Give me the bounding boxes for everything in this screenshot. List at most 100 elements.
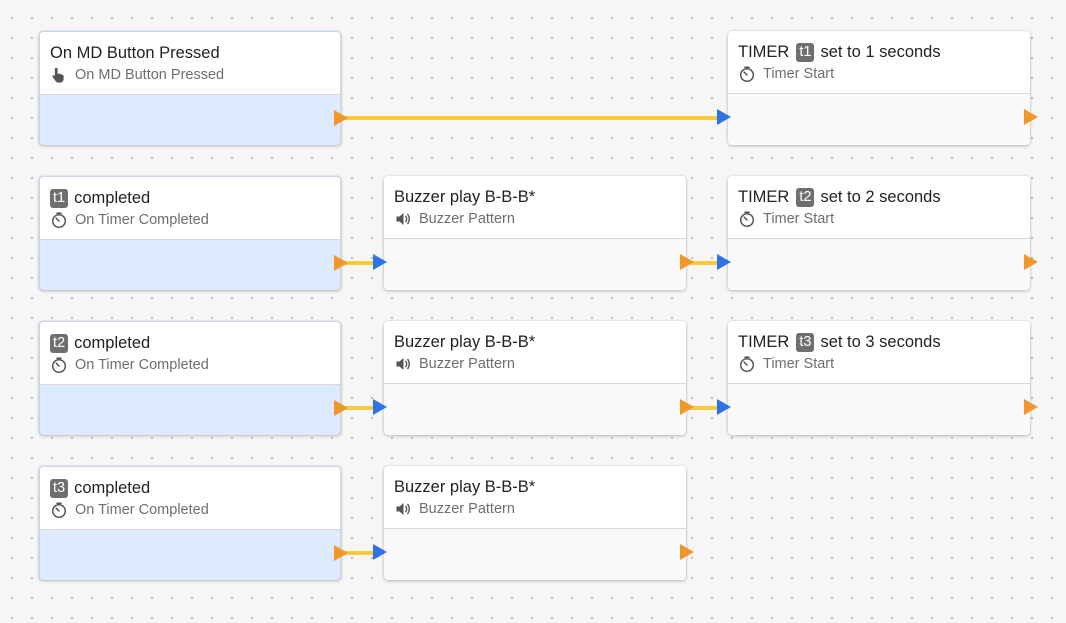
trigger-node-t3-completed[interactable]: t3 completed On Timer Completed <box>39 466 348 580</box>
output-port[interactable] <box>334 545 348 561</box>
node-type-label: Buzzer Pattern <box>419 356 515 372</box>
output-port[interactable] <box>680 544 694 560</box>
node-title: TIMER t2 set to 2 seconds <box>738 187 1020 207</box>
node-title-text: Buzzer play B-B-B* <box>394 478 536 496</box>
speaker-icon <box>394 355 412 373</box>
node-title: On MD Button Pressed <box>50 43 330 63</box>
node-title-text: set to 3 seconds <box>820 333 941 351</box>
node-header: Buzzer play B-B-B* Buzzer Pattern <box>384 466 686 529</box>
timer-id-badge: t1 <box>50 188 69 208</box>
action-node-buzzer-3[interactable]: Buzzer play B-B-B* Buzzer Pattern <box>373 466 694 580</box>
node-header: Buzzer play B-B-B* Buzzer Pattern <box>384 321 686 384</box>
node-title-text: completed <box>74 334 151 352</box>
output-port[interactable] <box>1024 109 1038 125</box>
input-port[interactable] <box>373 254 387 270</box>
output-port[interactable] <box>334 255 348 271</box>
node-body <box>728 384 1030 434</box>
node-body <box>384 384 686 434</box>
trigger-node-t2-completed[interactable]: t2 completed On Timer Completed <box>39 321 348 435</box>
node-type-label: Buzzer Pattern <box>419 211 515 227</box>
node-subtitle: Timer Start <box>738 65 1020 83</box>
node-subtitle: On MD Button Pressed <box>50 66 330 84</box>
timer-icon <box>50 501 68 519</box>
node-type-label: Timer Start <box>763 356 835 372</box>
node-header: Buzzer play B-B-B* Buzzer Pattern <box>384 176 686 239</box>
output-port[interactable] <box>334 400 348 416</box>
node-body <box>728 94 1030 144</box>
node-title-text: completed <box>74 479 151 497</box>
node-body <box>40 385 340 435</box>
node-header: t2 completed On Timer Completed <box>40 322 340 385</box>
node-subtitle: On Timer Completed <box>50 211 330 229</box>
timer-id-badge: t2 <box>50 333 69 353</box>
timer-id-badge: t2 <box>796 187 815 207</box>
timer-icon <box>50 211 68 229</box>
node-title-text: TIMER <box>738 333 790 351</box>
timer-id-badge: t3 <box>50 478 69 498</box>
timer-id-badge: t3 <box>796 332 815 352</box>
node-title: Buzzer play B-B-B* <box>394 187 676 207</box>
action-node-buzzer-2[interactable]: Buzzer play B-B-B* Buzzer Pattern <box>373 321 694 435</box>
action-node-buzzer-1[interactable]: Buzzer play B-B-B* Buzzer Pattern <box>373 176 694 290</box>
node-body <box>40 95 340 145</box>
node-title-text: completed <box>74 189 151 207</box>
node-title-text: TIMER <box>738 43 790 61</box>
node-title: t1 completed <box>50 188 330 208</box>
timer-icon <box>738 355 756 373</box>
node-body <box>384 239 686 289</box>
node-body <box>384 529 686 579</box>
node-title: Buzzer play B-B-B* <box>394 332 676 352</box>
trigger-node-t1-completed[interactable]: t1 completed On Timer Completed <box>39 176 348 290</box>
timer-icon <box>50 356 68 374</box>
node-title-text: Buzzer play B-B-B* <box>394 333 536 351</box>
input-port[interactable] <box>717 254 731 270</box>
node-body <box>728 239 1030 289</box>
node-title-text: set to 1 seconds <box>820 43 941 61</box>
trigger-node-md-button[interactable]: On MD Button Pressed On MD Button Pressed <box>39 31 348 145</box>
input-port[interactable] <box>373 399 387 415</box>
node-header: On MD Button Pressed On MD Button Pressed <box>40 32 340 95</box>
input-port[interactable] <box>717 109 731 125</box>
node-type-label: On Timer Completed <box>75 357 209 373</box>
output-port[interactable] <box>1024 399 1038 415</box>
node-type-label: On Timer Completed <box>75 212 209 228</box>
input-port[interactable] <box>717 399 731 415</box>
node-subtitle: Timer Start <box>738 210 1020 228</box>
node-subtitle: Buzzer Pattern <box>394 210 676 228</box>
node-title: t2 completed <box>50 333 330 353</box>
node-subtitle: Buzzer Pattern <box>394 355 676 373</box>
node-type-label: Timer Start <box>763 211 835 227</box>
node-type-label: Timer Start <box>763 66 835 82</box>
timer-icon <box>738 210 756 228</box>
node-title-text: Buzzer play B-B-B* <box>394 188 536 206</box>
node-type-label: On Timer Completed <box>75 502 209 518</box>
timer-icon <box>738 65 756 83</box>
input-port[interactable] <box>373 544 387 560</box>
node-body <box>40 530 340 580</box>
output-port[interactable] <box>334 110 348 126</box>
output-port[interactable] <box>1024 254 1038 270</box>
node-title-text: On MD Button Pressed <box>50 44 220 62</box>
node-subtitle: Buzzer Pattern <box>394 500 676 518</box>
output-port[interactable] <box>680 254 694 270</box>
node-title-text: set to 2 seconds <box>820 188 941 206</box>
output-port[interactable] <box>680 399 694 415</box>
node-title: t3 completed <box>50 478 330 498</box>
node-type-label: Buzzer Pattern <box>419 501 515 517</box>
node-title: Buzzer play B-B-B* <box>394 477 676 497</box>
node-body <box>40 240 340 290</box>
node-subtitle: On Timer Completed <box>50 501 330 519</box>
node-subtitle: On Timer Completed <box>50 356 330 374</box>
node-title-text: TIMER <box>738 188 790 206</box>
hand-pointer-icon <box>50 66 68 84</box>
node-title: TIMER t3 set to 3 seconds <box>738 332 1020 352</box>
node-subtitle: Timer Start <box>738 355 1020 373</box>
timer-id-badge: t1 <box>796 42 815 62</box>
